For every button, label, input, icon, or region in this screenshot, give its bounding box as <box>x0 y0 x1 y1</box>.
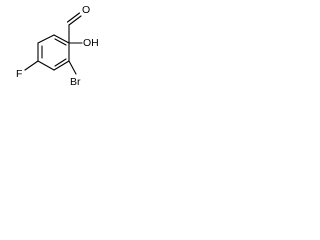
ring-double-bond-c1-c2 <box>54 38 67 46</box>
fluorine-label: F <box>16 68 22 80</box>
bond-ring-to-bromine <box>68 60 77 75</box>
carbonyl-double-bond-b <box>66 12 81 23</box>
bromine-label: Br <box>70 76 81 88</box>
ring-bond-c1-c2 <box>53 34 70 44</box>
ring-bond-c4-c5 <box>37 60 55 71</box>
bromine-substituent: Br <box>68 60 81 88</box>
bond-ring-to-fluorine <box>24 60 39 71</box>
hydroxyl-label: OH <box>83 37 99 49</box>
ring-double-bond-c3-c4 <box>54 58 67 67</box>
chemical-structure: O OH F Br <box>16 4 99 88</box>
hydroxyl-group: OH <box>68 37 99 49</box>
ring-bond-c3-c4 <box>53 60 70 71</box>
benzene-ring <box>37 34 70 71</box>
aldehyde-group: O <box>66 4 90 44</box>
ring-bond-c6-c1 <box>37 34 55 44</box>
aldehyde-oxygen-label: O <box>82 4 90 16</box>
carbonyl-double-bond-a <box>68 15 82 26</box>
fluorine-substituent: F <box>16 60 39 80</box>
